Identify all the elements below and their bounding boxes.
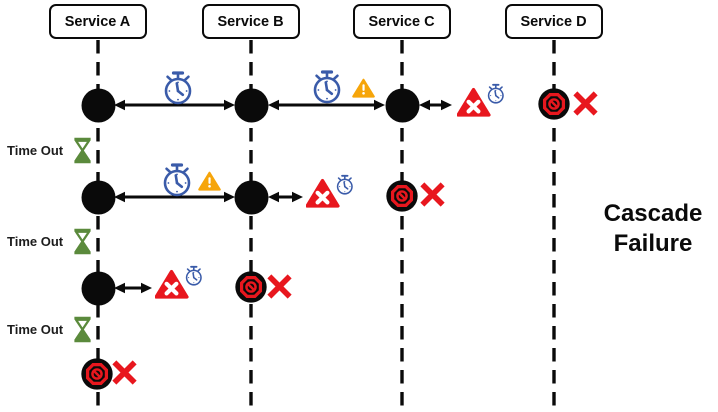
service-failed-icon <box>383 177 421 215</box>
message-node <box>81 180 116 215</box>
service-failed-icon <box>78 355 116 393</box>
timeout-marker-1: Time Out <box>7 135 93 165</box>
message-node <box>81 271 116 306</box>
timeout-label: Time Out <box>7 142 64 158</box>
timeout-error-icon <box>305 174 358 214</box>
warning-icon <box>197 171 221 191</box>
service-label: Service A <box>64 13 131 30</box>
warning-icon <box>351 78 375 98</box>
cascade-failure-label: Cascade Failure <box>603 200 703 257</box>
hourglass-icon <box>74 228 91 254</box>
failure-x-icon <box>571 89 600 118</box>
timeout-marker-2: Time Out <box>7 226 93 256</box>
message-node <box>385 88 420 123</box>
timeout-label: Time Out <box>7 321 64 337</box>
hourglass-icon <box>74 316 91 342</box>
service-label: Service C <box>368 13 435 30</box>
failure-x-icon <box>418 180 447 209</box>
service-box-b: Service B <box>201 4 300 39</box>
timeout-error-icon <box>456 83 509 123</box>
timeout-error-icon <box>154 265 207 305</box>
service-label: Service B <box>217 13 284 30</box>
hourglass-icon <box>74 137 91 163</box>
message-node <box>234 88 269 123</box>
timer-icon <box>160 70 196 106</box>
message-node <box>81 88 116 123</box>
service-failed-icon <box>535 85 573 123</box>
call-arrow <box>114 282 152 294</box>
call-arrow <box>268 99 385 111</box>
service-label: Service D <box>520 13 587 30</box>
message-node <box>234 180 269 215</box>
call-arrow <box>268 191 303 203</box>
service-failed-icon <box>232 268 270 306</box>
service-box-c: Service C <box>352 4 451 39</box>
call-arrow <box>114 99 235 111</box>
timeout-label: Time Out <box>7 233 64 249</box>
call-arrow <box>114 191 235 203</box>
timer-icon <box>309 69 345 105</box>
timer-icon <box>159 162 195 198</box>
call-arrow <box>419 99 452 111</box>
failure-x-icon <box>265 272 294 301</box>
service-box-d: Service D <box>504 4 603 39</box>
service-box-a: Service A <box>48 4 147 39</box>
failure-x-icon <box>110 358 139 387</box>
timeout-marker-3: Time Out <box>7 314 93 344</box>
